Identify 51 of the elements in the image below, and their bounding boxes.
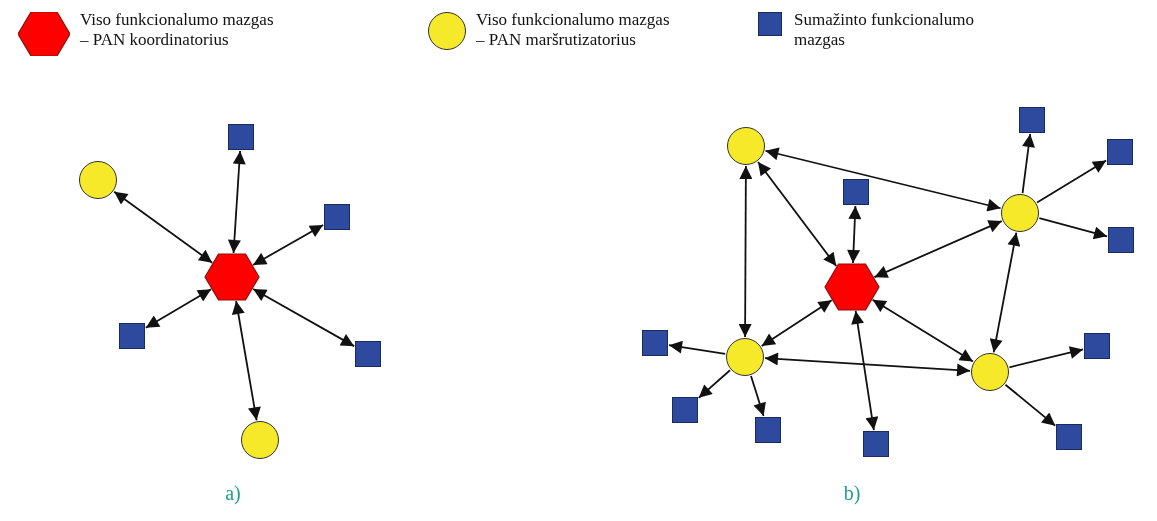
square-node [1108,227,1134,253]
panel-label: a) [225,482,241,505]
circle-node [726,338,764,376]
arrow [851,310,879,431]
arrow [231,300,261,422]
square-node [228,124,254,150]
hexagon-node [205,254,259,300]
arrow [227,150,246,254]
panel-label: b) [843,482,861,505]
square-node [1107,139,1133,165]
arrow [871,298,974,363]
square-node [119,323,145,349]
square-node [1084,333,1110,359]
arrow [757,161,838,267]
circle-node [1001,194,1039,232]
circle-node [971,353,1009,391]
arrow [144,288,212,329]
circle-node [727,127,765,165]
hexagon-node [825,264,879,310]
arrow [1008,346,1084,369]
arrow [697,369,731,399]
square-node [672,397,698,423]
arrow [750,375,766,417]
arrow [668,340,727,355]
arrow [847,205,862,264]
arrow [1038,217,1108,240]
square-node [1019,107,1045,133]
legend-text: Viso funkcionalumo mazgas – PAN maršrutizatorius [476,10,671,50]
arrow [738,165,753,338]
square-node [863,431,889,457]
arrow [764,147,1002,212]
circle-node [79,161,117,199]
legend-text: Viso funkcionalumo mazgas – PAN koordinatorius [80,10,275,50]
arrow [113,190,214,264]
circle-node [241,421,279,459]
square-node [642,330,668,356]
arrow [764,352,971,377]
arrow [1036,159,1108,204]
square-node [843,179,869,205]
legend-text: Sumažinto funkcionalumo mazgas [794,10,975,50]
arrow [989,231,1021,354]
arrow [1021,133,1035,195]
arrow [252,288,356,348]
arrow [252,224,325,266]
arrow [760,299,833,347]
square-node [324,204,350,230]
square-node [1056,424,1082,450]
arrow [1004,383,1057,427]
square-node [355,341,381,367]
square-node [755,417,781,443]
arrow [873,220,1003,279]
